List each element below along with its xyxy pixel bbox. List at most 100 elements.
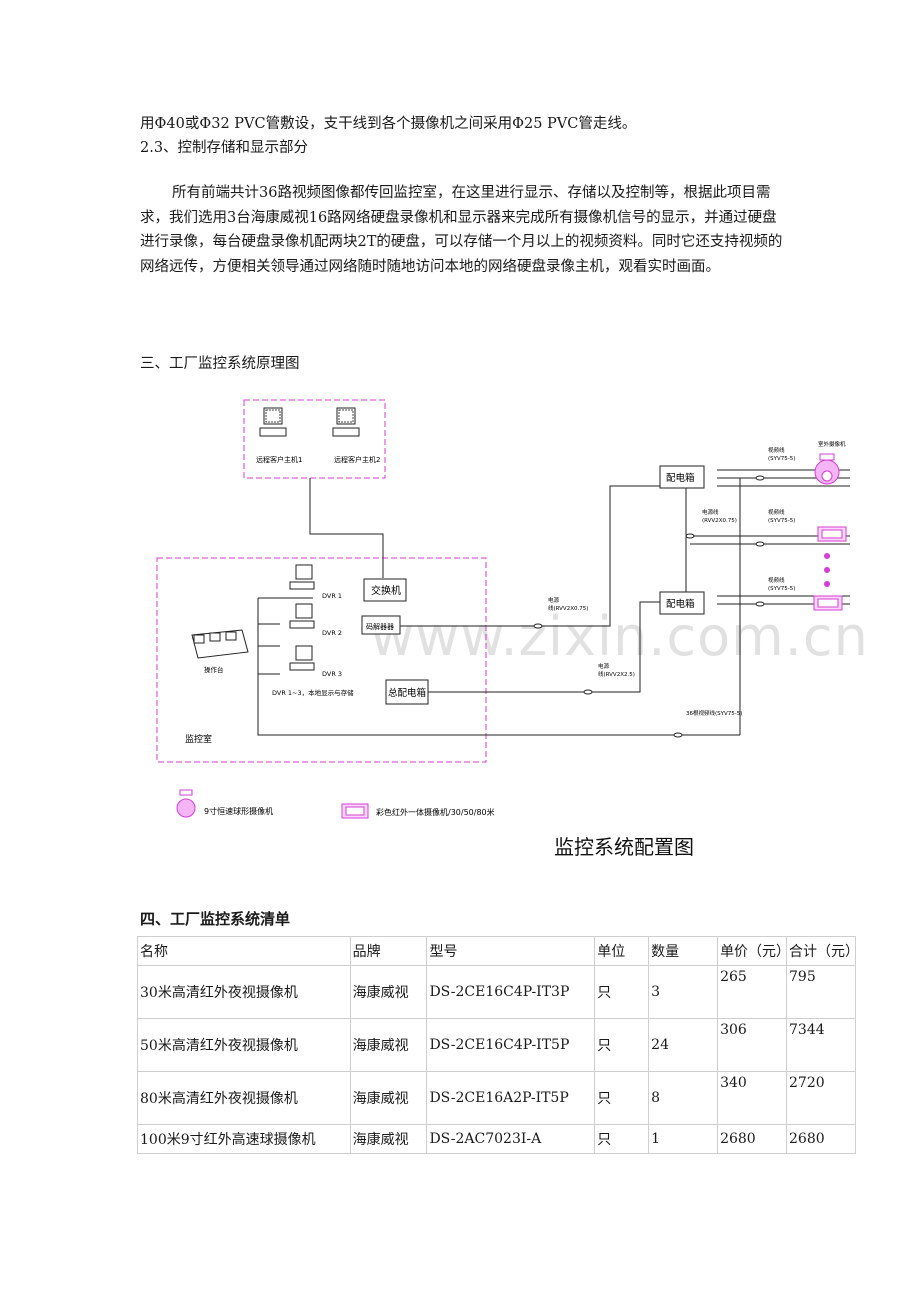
subsection-heading: 2.3、控制存储和显示部分 [140, 140, 309, 156]
legend-bullet: 彩色红外一体摄像机/30/50/80米 [341, 803, 495, 819]
distribution-box-1-label: 配电箱 [666, 472, 695, 484]
cable-label-video-b: 视频线 [768, 508, 785, 516]
cable-label-video-c2: (SYV75-5) [768, 586, 795, 592]
intro-paragraph: 所有前端共计36路视频图像都传回监控室，在这里进行显示、存储以及控制等，根据此项… [140, 185, 783, 275]
bullet-camera-icon-1 [817, 526, 847, 542]
diagram-caption: 监控系统配置图 [554, 835, 694, 859]
svg-text:DVR 3: DVR 3 [322, 670, 342, 678]
cell-unit: 只 [594, 965, 650, 1019]
col-header: 合计（元） [786, 936, 859, 966]
svg-text:DVR 1: DVR 1 [322, 592, 342, 600]
cell-unit: 只 [594, 1018, 650, 1072]
cell-total: 2720 [786, 1071, 856, 1125]
cell-total: 7344 [786, 1018, 856, 1072]
col-header: 数量 [648, 936, 719, 966]
col-header: 型号 [426, 936, 596, 966]
cell-model: DS-2CE16A2P-IT5P [426, 1071, 596, 1125]
cell-unit: 只 [594, 1071, 650, 1125]
svg-text:远程客户主机2: 远程客户主机2 [334, 455, 380, 464]
svg-text:操作台: 操作台 [204, 665, 224, 674]
cell-price: 306 [717, 1018, 787, 1072]
cell-model: DS-2CE16C4P-IT3P [426, 965, 596, 1019]
cell-price: 340 [717, 1071, 787, 1125]
cell-price: 2680 [717, 1124, 787, 1154]
ellipsis-dot-2 [824, 567, 830, 573]
cell-price: 265 [717, 965, 787, 1019]
dome-camera-icon: 室外摄像机 [814, 440, 846, 485]
video-trunk [257, 674, 740, 736]
svg-text:室外摄像机: 室外摄像机 [818, 440, 846, 448]
watermark: www.zixin.com.cn [370, 605, 869, 668]
monitor-room-frame [156, 557, 487, 763]
cable-label-power-3: 电源线 [702, 508, 719, 516]
cell-brand: 海康威视 [349, 965, 428, 1019]
table-row: 30米高清红外夜视摄像机 海康威视 DS-2CE16C4P-IT3P 只 3 2… [137, 965, 856, 1019]
remote-client-2: 远程客户主机2 [332, 407, 380, 464]
dvr-1: DVR 1 [289, 564, 342, 600]
ellipsis-dot-3 [824, 581, 830, 587]
main-panel-label: 总配电箱 [388, 687, 426, 699]
cable-label-video-main: 36根视频线(SYV75-5) [686, 709, 742, 717]
bullet-camera-icon-2 [813, 595, 843, 611]
cable-label-video-a: 视频线 [768, 446, 785, 454]
cell-qty: 3 [648, 965, 719, 1019]
col-header: 名称 [137, 936, 351, 966]
svg-text:9寸恒速球形摄像机: 9寸恒速球形摄像机 [204, 806, 273, 816]
cable-label-power-2b: 线(RVV2X2.5) [598, 670, 635, 678]
cable-label-video-c: 视频线 [768, 576, 785, 584]
cable-label-power-3b: (RVV2X0.75) [702, 518, 737, 524]
dvr-note: DVR 1~3，本地显示与存储 [272, 688, 354, 697]
power-cable-2 [428, 601, 660, 693]
cell-qty: 8 [648, 1071, 719, 1125]
distribution-box-2-label: 配电箱 [666, 598, 695, 610]
distribution-box-2 [659, 591, 705, 615]
table-row: 100米9寸红外高速球摄像机 海康威视 DS-2AC7023I-A 只 1 26… [137, 1124, 856, 1154]
network-line [309, 478, 384, 578]
cell-brand: 海康威视 [349, 1018, 428, 1072]
cell-name: 80米高清红外夜视摄像机 [137, 1071, 351, 1125]
dvr-2: DVR 2 [289, 603, 342, 637]
cell-name: 100米9寸红外高速球摄像机 [137, 1124, 351, 1154]
legend-dome: 9寸恒速球形摄像机 [176, 789, 273, 818]
cell-total: 2680 [786, 1124, 856, 1154]
decoder-label: 码解器器 [366, 622, 394, 631]
cell-total: 795 [786, 965, 856, 1019]
table-header-row: 名称 品牌 型号 单位 数量 单价（元） 合计（元） [137, 936, 859, 966]
cable-label-video-b2: (SYV75-5) [768, 518, 795, 524]
system-diagram: 远程客户主机1 远程客户主机2 交换机 DVR 1 DVR 2 DVR 3 DV… [156, 399, 850, 859]
cell-model: DS-2AC7023I-A [426, 1124, 596, 1154]
section3-title: 三、工厂监控系统原理图 [140, 356, 300, 372]
svg-text:DVR 2: DVR 2 [322, 629, 342, 637]
console: 操作台 [191, 629, 249, 674]
equipment-table: 名称 品牌 型号 单位 数量 单价（元） 合计（元） 30米高清红外夜视摄像机 … [137, 936, 859, 1154]
distribution-box-1 [659, 465, 705, 489]
cell-name: 30米高清红外夜视摄像机 [137, 965, 351, 1019]
cable-label-video-a2: (SYV75-5) [768, 456, 795, 462]
power-cable-1 [400, 485, 660, 627]
svg-text:彩色红外一体摄像机/30/50/80米: 彩色红外一体摄像机/30/50/80米 [376, 807, 495, 817]
cell-name: 50米高清红外夜视摄像机 [137, 1018, 351, 1072]
dvr-3: DVR 3 [289, 645, 342, 678]
cell-unit: 只 [594, 1124, 650, 1154]
decoder-box [361, 615, 401, 635]
col-header: 单位 [594, 936, 650, 966]
remote-clients-frame [243, 399, 386, 479]
cell-brand: 海康威视 [349, 1071, 428, 1125]
cell-qty: 1 [648, 1124, 719, 1154]
switch-label: 交换机 [371, 584, 401, 597]
ellipsis-dot-1 [824, 553, 830, 559]
col-header: 品牌 [349, 936, 428, 966]
svg-text:远程客户主机1: 远程客户主机1 [256, 455, 302, 464]
col-header: 单价（元） [717, 936, 790, 966]
intro-line-1: 用Φ40或Φ32 PVC管敷设，支干线到各个摄像机之间采用Φ25 PVC管走线。 [140, 116, 637, 132]
cable-label-power-2: 电源 [598, 662, 610, 670]
cell-brand: 海康威视 [349, 1124, 428, 1154]
main-power-panel [385, 679, 429, 705]
remote-client-1: 远程客户主机1 [256, 407, 302, 464]
cell-model: DS-2CE16C4P-IT5P [426, 1018, 596, 1072]
table-row: 80米高清红外夜视摄像机 海康威视 DS-2CE16A2P-IT5P 只 8 3… [137, 1071, 856, 1125]
cable-label-power-1: 电源 [548, 596, 560, 604]
table-row: 50米高清红外夜视摄像机 海康威视 DS-2CE16C4P-IT5P 只 24 … [137, 1018, 856, 1072]
monitor-room-label: 监控室 [185, 733, 212, 745]
section4-title: 四、工厂监控系统清单 [140, 910, 291, 928]
